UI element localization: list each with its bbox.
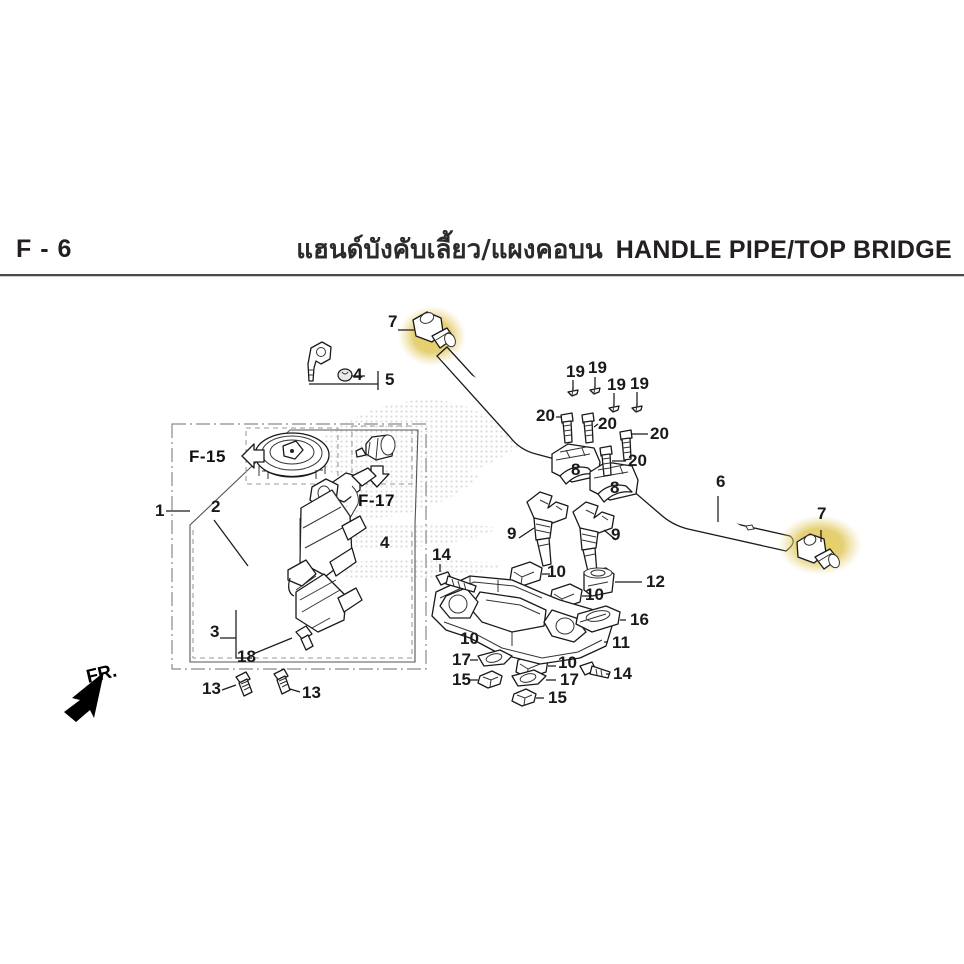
bolt-20-b bbox=[581, 412, 595, 444]
bar-end-weight-right bbox=[796, 533, 840, 570]
xref-f15-arrow: F-15 bbox=[189, 443, 265, 469]
seat-lock-cylinder bbox=[355, 434, 396, 461]
callout-1: 1 bbox=[155, 501, 164, 520]
top-bridge-11 bbox=[431, 575, 613, 665]
callout-line-9a bbox=[518, 527, 535, 539]
callout-15a: 15 bbox=[452, 670, 471, 689]
exploded-parts-diagram: F-15 F-17 bbox=[0, 280, 964, 750]
pin-19-a bbox=[567, 386, 579, 397]
ignition-switch-assembly bbox=[287, 467, 377, 651]
handle-pipe-group bbox=[398, 306, 862, 575]
bolt-14-right bbox=[579, 661, 611, 679]
xref-f17-label: F-17 bbox=[358, 491, 395, 510]
bolt-20-a bbox=[560, 412, 574, 444]
callout-19c: 19 bbox=[607, 375, 626, 394]
handle-holder-lower-9-right bbox=[572, 501, 615, 577]
callout-17a: 17 bbox=[452, 650, 471, 669]
lock-set-group: F-15 F-17 bbox=[166, 341, 427, 697]
page-title-english: HANDLE PIPE/TOP BRIDGE bbox=[615, 236, 952, 264]
header-divider bbox=[0, 274, 964, 277]
washer-17-a bbox=[477, 649, 513, 667]
callout-labels: 1 2 3 4 5 4 6 7 7 8 8 9 9 10 10 10 10 11… bbox=[155, 312, 826, 707]
f15-ref-box bbox=[245, 427, 339, 485]
handle-holder-lower-9-left bbox=[526, 491, 569, 567]
group-2-boundary bbox=[189, 429, 419, 663]
callout-19d: 19 bbox=[630, 374, 649, 393]
callout-16: 16 bbox=[630, 610, 649, 629]
callout-7b: 7 bbox=[817, 504, 826, 523]
washer-16 bbox=[575, 605, 621, 633]
callout-4b: 4 bbox=[380, 533, 390, 552]
callout-6: 6 bbox=[716, 472, 725, 491]
callout-20b: 20 bbox=[598, 414, 617, 433]
collar-12 bbox=[583, 567, 615, 597]
callout-10a: 10 bbox=[547, 562, 566, 581]
nut-15-a bbox=[477, 670, 503, 689]
callout-2: 2 bbox=[211, 497, 220, 516]
bolt-13-right bbox=[273, 668, 291, 695]
callout-9b: 9 bbox=[611, 525, 620, 544]
key-cap-4 bbox=[337, 368, 353, 382]
callout-13b: 13 bbox=[302, 683, 321, 702]
page-title-thai: แฮนด์บังคับเลี้ยว/แผงคอบน bbox=[296, 235, 603, 265]
callout-10d: 10 bbox=[558, 653, 577, 672]
callout-14b: 14 bbox=[613, 664, 632, 683]
page-title: แฮนด์บังคับเลี้ยว/แผงคอบน HANDLE PIPE/TO… bbox=[296, 236, 952, 265]
bar-end-weight-left bbox=[412, 311, 456, 349]
bolt-20-c bbox=[619, 429, 633, 461]
callout-13a: 13 bbox=[202, 679, 221, 698]
page-code: F - 6 bbox=[16, 235, 73, 263]
callout-5: 5 bbox=[385, 370, 394, 389]
callout-3: 3 bbox=[210, 622, 219, 641]
handle-holder-8-lower bbox=[589, 461, 639, 503]
callout-15b: 15 bbox=[548, 688, 567, 707]
callout-8b: 8 bbox=[610, 478, 619, 497]
washer-17-b bbox=[511, 669, 547, 687]
callout-19b: 19 bbox=[588, 358, 607, 377]
bolt-20-d bbox=[599, 445, 613, 477]
xref-f15-label: F-15 bbox=[189, 447, 226, 466]
fr-arrow-icon bbox=[64, 672, 104, 722]
callout-line-5 bbox=[309, 371, 379, 390]
callout-17b: 17 bbox=[560, 670, 579, 689]
callout-7a: 7 bbox=[388, 312, 397, 331]
page-header: F - 6 แฮนด์บังคับเลี้ยว/แผงคอบน HANDLE P… bbox=[0, 228, 964, 280]
top-bridge-group bbox=[431, 491, 642, 707]
group-1-boundary bbox=[171, 423, 427, 670]
callout-9a: 9 bbox=[507, 524, 516, 543]
callout-20d: 20 bbox=[628, 451, 647, 470]
callout-line-2 bbox=[213, 519, 249, 567]
callout-8a: 8 bbox=[571, 460, 580, 479]
callout-19a: 19 bbox=[566, 362, 585, 381]
ignition-key bbox=[307, 341, 332, 382]
callout-line-3 bbox=[220, 610, 252, 659]
callout-14a: 14 bbox=[432, 545, 451, 564]
group-2-outline bbox=[192, 528, 413, 659]
callout-4a: 4 bbox=[353, 365, 363, 384]
callout-10b: 10 bbox=[585, 585, 604, 604]
callout-20a: 20 bbox=[536, 406, 555, 425]
nut-15-b bbox=[511, 688, 537, 707]
callout-18: 18 bbox=[237, 647, 256, 666]
callout-20c: 20 bbox=[650, 424, 669, 443]
pin-19-b bbox=[589, 384, 601, 395]
callout-11: 11 bbox=[612, 633, 630, 652]
callout-10c: 10 bbox=[460, 629, 479, 648]
fr-label: FR. bbox=[84, 661, 119, 688]
bolt-13-left bbox=[235, 671, 253, 697]
callout-line-9b bbox=[603, 529, 617, 541]
f17-ref-box bbox=[351, 425, 413, 485]
callout-line-18 bbox=[252, 637, 293, 655]
bolt-14-left bbox=[435, 571, 477, 593]
callout-12: 12 bbox=[646, 572, 665, 591]
fuel-filler-cap bbox=[254, 432, 330, 479]
orientation-marker: FR. bbox=[64, 661, 119, 722]
